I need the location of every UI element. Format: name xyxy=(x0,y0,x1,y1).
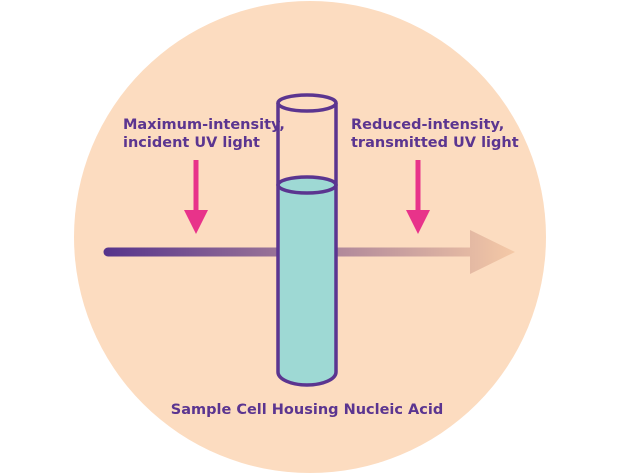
sample-cell-label: Sample Cell Housing Nucleic Acid xyxy=(171,402,443,418)
arrow-down-icon xyxy=(184,210,208,234)
transmitted-label-line-1: Reduced-intensity, xyxy=(351,117,504,133)
arrow-right-icon xyxy=(470,230,515,274)
cell-tube-outline xyxy=(276,103,338,387)
incident-label-line-2: incident UV light xyxy=(123,135,260,151)
arrow-down-icon xyxy=(406,210,430,234)
transmitted-label: Reduced-intensity, transmitted UV light xyxy=(351,117,519,151)
liquid-surface xyxy=(276,175,338,195)
transmitted-label-line-2: transmitted UV light xyxy=(351,135,519,151)
transmitted-arrow xyxy=(406,160,430,234)
nucleic-acid-liquid xyxy=(278,185,336,385)
incident-arrow xyxy=(184,160,208,234)
sample-cell xyxy=(276,93,338,387)
incident-label-line-1: Maximum-intensity, xyxy=(123,117,285,133)
incident-label: Maximum-intensity, incident UV light xyxy=(123,117,290,151)
cell-tube-rim xyxy=(276,93,338,113)
